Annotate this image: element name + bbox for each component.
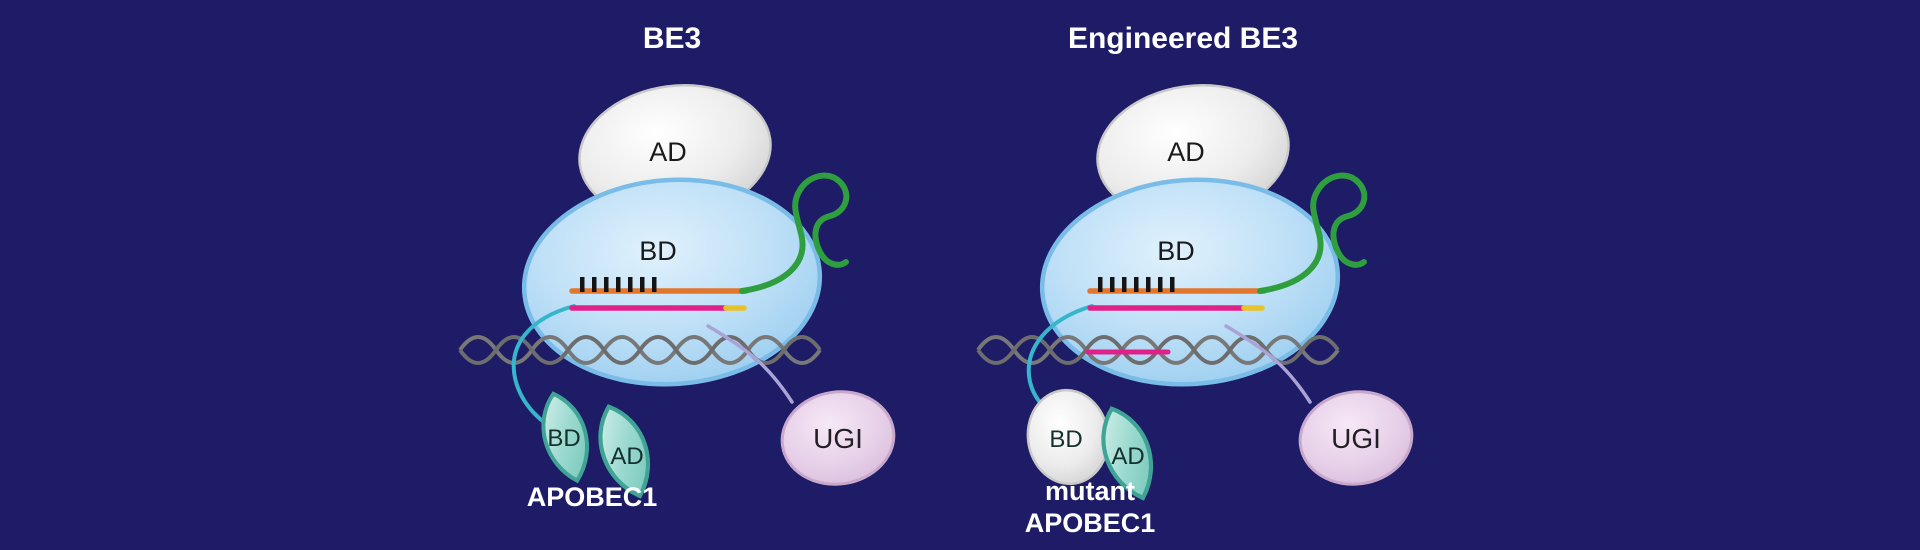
ugi-label: UGI — [1331, 423, 1381, 454]
apobec1-name-line2: APOBEC1 — [1025, 508, 1156, 538]
engineered-be3-panel: Engineered BE3 AD BD BD AD mutant APOBEC… — [976, 22, 1414, 538]
apobec1-ad-label: AD — [1111, 443, 1144, 470]
ugi-blob — [1298, 390, 1414, 486]
ugi-linker — [706, 324, 794, 404]
apobec1-bd-label: BD — [547, 425, 580, 452]
cas9-bd-lobe — [1039, 177, 1341, 387]
panel-title: Engineered BE3 — [1068, 22, 1298, 55]
be3-panel: BE3 AD BD BD AD APOBEC1 UGI — [458, 22, 896, 512]
cas9-ad-label: AD — [1167, 137, 1205, 167]
ugi-label: UGI — [813, 423, 863, 454]
cas9-bd-lobe — [521, 177, 823, 387]
ugi-linker — [1224, 324, 1312, 404]
ugi-blob — [780, 390, 896, 486]
apobec1-ad-label: AD — [610, 443, 643, 470]
apobec1-name-line1: mutant — [1045, 476, 1135, 506]
apobec1-name: APOBEC1 — [527, 482, 658, 512]
apobec1-bd-label: BD — [1049, 426, 1082, 453]
cas9-ad-label: AD — [649, 137, 687, 167]
cas9-bd-label: BD — [1157, 236, 1195, 266]
cas9-bd-label: BD — [639, 236, 677, 266]
panel-title: BE3 — [643, 22, 701, 55]
